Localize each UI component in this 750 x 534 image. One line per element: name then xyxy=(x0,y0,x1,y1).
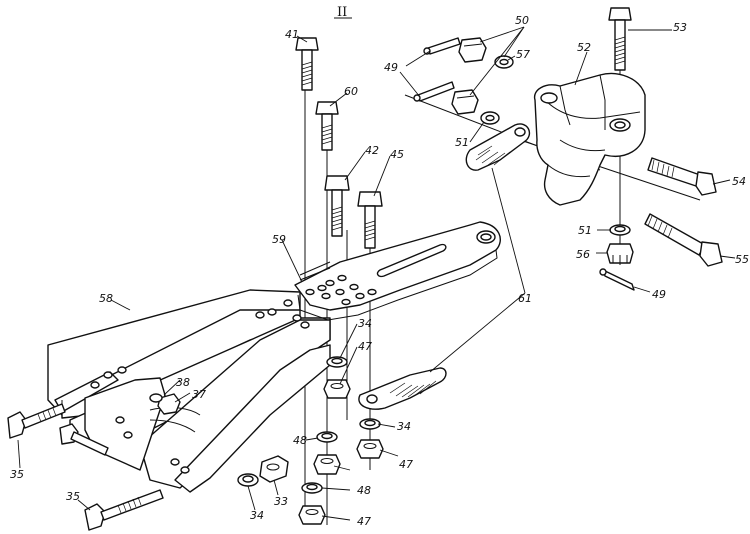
castle-nut-50-lower xyxy=(451,89,479,115)
callout-33: 33 xyxy=(274,495,288,508)
washer-51-upper xyxy=(480,111,500,125)
callout-42: 42 xyxy=(365,144,379,157)
callout-35-left: 35 xyxy=(10,468,24,481)
washer-34-right xyxy=(359,418,381,430)
castle-nut-50-upper xyxy=(458,37,487,63)
nut-47-right xyxy=(356,439,384,459)
bolt-45 xyxy=(357,191,383,249)
washer-38 xyxy=(149,393,163,403)
callout-51-right: 51 xyxy=(578,224,592,237)
callout-48-lower: 48 xyxy=(357,484,371,497)
callout-34-left: 34 xyxy=(250,509,264,522)
leader-lines xyxy=(17,26,736,521)
callout-45: 45 xyxy=(390,148,404,161)
cotter-pin-49-lower xyxy=(599,268,635,291)
castle-nut-56 xyxy=(606,243,634,264)
link-plate-61-lower xyxy=(358,367,447,410)
callout-50: 50 xyxy=(515,14,529,27)
link-plate-61-upper xyxy=(465,123,531,171)
washer-34-center xyxy=(326,356,348,368)
callout-56: 56 xyxy=(576,248,590,261)
bolt-35-left xyxy=(7,403,66,439)
callout-47-center: 47 xyxy=(358,340,372,353)
nut-47-lower xyxy=(298,505,326,525)
callout-35-lower: 35 xyxy=(66,490,80,503)
flat-bracket-59 xyxy=(294,221,501,321)
bolt-35-lower xyxy=(84,489,164,531)
callout-49-lower: 49 xyxy=(652,288,666,301)
callout-51-upper: 51 xyxy=(455,136,469,149)
callout-60: 60 xyxy=(344,85,358,98)
nut-37 xyxy=(157,393,181,415)
washer-51-right xyxy=(609,224,631,236)
bolt-60 xyxy=(315,101,339,151)
clamp-bracket-52 xyxy=(533,72,646,206)
washer-34-left xyxy=(237,473,259,487)
callout-57: 57 xyxy=(516,48,530,61)
callout-49-upper: 49 xyxy=(384,61,398,74)
callout-61: 61 xyxy=(518,292,532,305)
callout-34-center: 34 xyxy=(358,317,372,330)
bolt-53 xyxy=(608,7,632,71)
washer-48-lower xyxy=(301,482,323,494)
callout-52: 52 xyxy=(577,41,591,54)
callout-54: 54 xyxy=(732,175,746,188)
callout-58: 58 xyxy=(99,292,113,305)
section-mark: II xyxy=(337,5,347,20)
bolt-42 xyxy=(324,175,350,237)
callout-34-right: 34 xyxy=(397,420,411,433)
callout-53: 53 xyxy=(673,21,687,34)
bolt-54 xyxy=(647,157,717,196)
callout-41: 41 xyxy=(285,28,299,41)
washer-57 xyxy=(494,55,514,69)
callout-59: 59 xyxy=(272,233,286,246)
bolt-41 xyxy=(295,37,319,91)
nut-47-middle xyxy=(313,454,341,475)
callout-38: 38 xyxy=(176,376,190,389)
callout-55: 55 xyxy=(735,253,749,266)
cotter-pin-49-upper-b xyxy=(413,81,455,102)
callout-47-lower: 47 xyxy=(357,515,371,528)
bolt-55 xyxy=(644,213,723,267)
nut-47-center xyxy=(323,379,351,399)
bolt-under-bracket xyxy=(59,423,109,456)
callout-37: 37 xyxy=(192,388,206,401)
callout-labels: 41 60 42 45 59 58 34 47 48 34 47 48 47 3… xyxy=(10,14,749,528)
support-bracket-58 xyxy=(47,289,331,493)
callout-47-right: 47 xyxy=(399,458,413,471)
washer-48-upper xyxy=(316,431,338,443)
nut-33 xyxy=(259,455,289,483)
callout-48-upper: 48 xyxy=(293,434,307,447)
